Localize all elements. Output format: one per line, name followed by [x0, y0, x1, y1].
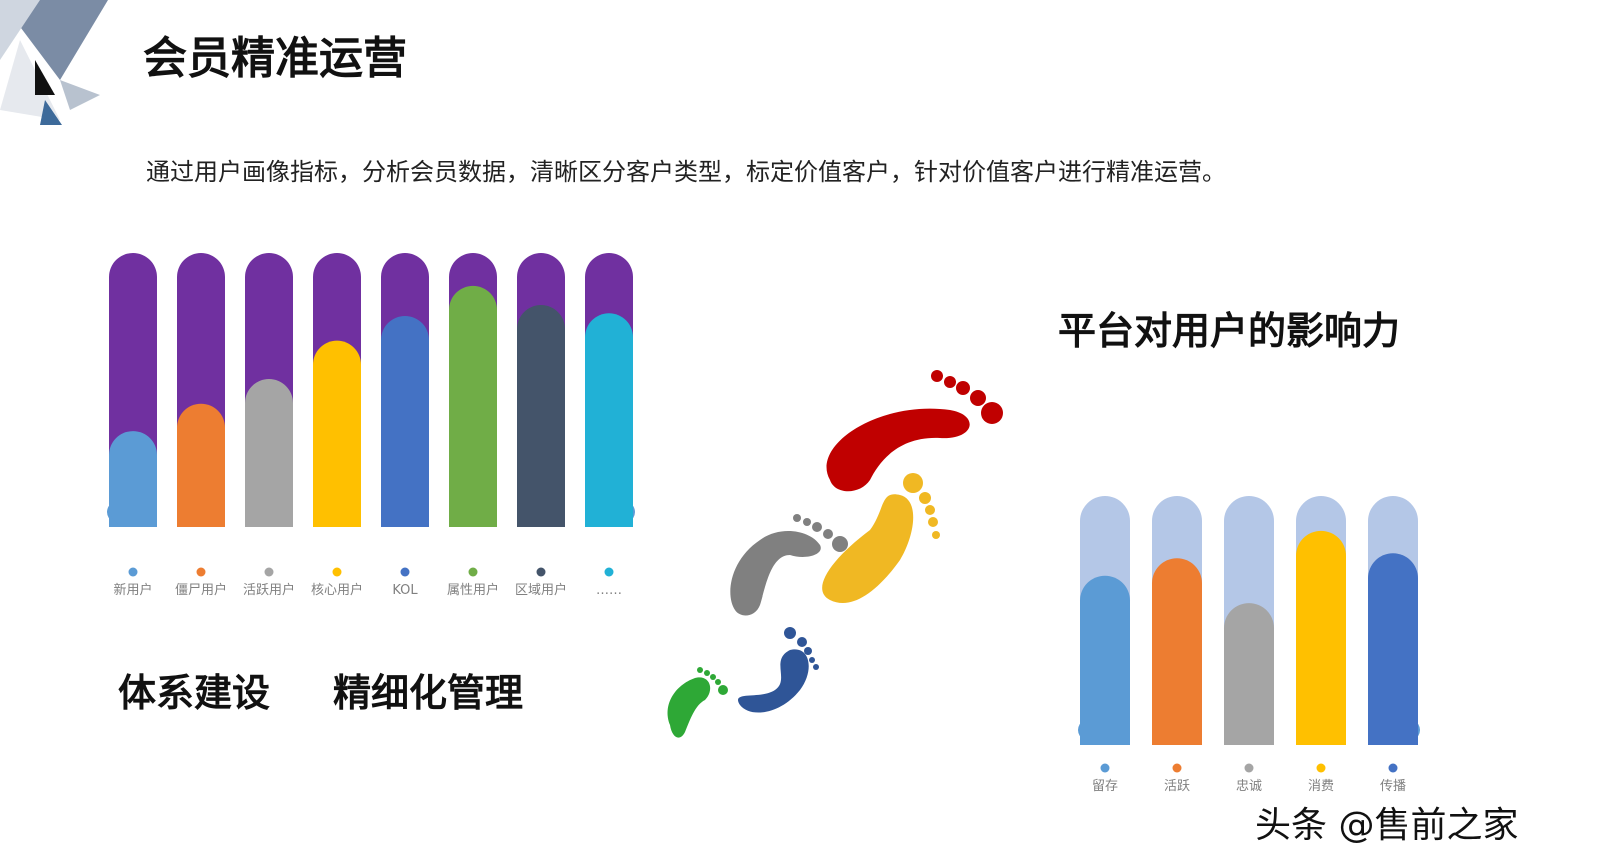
bar [517, 305, 565, 527]
bar [1152, 558, 1202, 745]
influence-chart: 留存 活跃 忠诚 消费 传播 [1078, 496, 1420, 794]
bar-gap [361, 497, 381, 527]
bar-gap [1274, 715, 1296, 745]
user-type-chart: 新用户 僵尸用户活跃用户核心用户 KOL 属性用户区域用户 …… [107, 253, 635, 598]
legend-label: 区域用户 [515, 582, 567, 598]
bar [449, 285, 497, 527]
bar-gap [497, 497, 517, 527]
page-title: 会员精准运营 [143, 33, 407, 84]
bar-gap [429, 497, 449, 527]
red-footprint-icon [826, 370, 1003, 492]
bar [381, 316, 429, 527]
legend-label: 消费 [1308, 779, 1334, 794]
bar [177, 403, 225, 527]
bar-gap [225, 497, 245, 527]
legend-dot [536, 567, 546, 577]
legend-label: KOL [392, 583, 418, 598]
bar [1080, 575, 1130, 745]
gray-footprint-icon [730, 514, 848, 616]
watermark: 头条 @售前之家 [1255, 805, 1519, 846]
bar-gap [157, 497, 177, 527]
legend-dot [332, 567, 342, 577]
legend-label: 僵尸用户 [175, 582, 227, 598]
legend-dot [1244, 763, 1254, 773]
legend-dot [468, 567, 478, 577]
bar [245, 379, 293, 527]
legend-dot [264, 567, 274, 577]
bar-gap [1202, 715, 1224, 745]
blue-footprint-icon [738, 627, 819, 713]
legend-label: 新用户 [113, 582, 152, 598]
legend-dot [1316, 763, 1326, 773]
legend-dot [604, 567, 614, 577]
legend-dot [1100, 763, 1110, 773]
legend-dot [400, 567, 410, 577]
bar [1368, 553, 1418, 745]
right-title: 平台对用户的影响力 [1058, 309, 1401, 353]
bar [1224, 603, 1274, 745]
bar-corner [109, 497, 157, 527]
footprints-illustration [667, 370, 1003, 738]
legend-label: 活跃用户 [243, 582, 295, 598]
bar-gap [293, 497, 313, 527]
legend-label: 忠诚 [1236, 779, 1262, 794]
corner-logo [0, 0, 108, 125]
bar-gap [1346, 715, 1368, 745]
legend-label: 留存 [1092, 779, 1118, 794]
green-footprint-icon [667, 667, 728, 738]
refine-label: 精细化管理 [333, 671, 524, 715]
yellow-footprint-icon [822, 473, 940, 604]
bar [585, 313, 633, 527]
legend-dot [128, 567, 138, 577]
legend-label: 核心用户 [311, 582, 363, 598]
bar-corner [1080, 715, 1130, 745]
legend-label: …… [596, 583, 622, 598]
legend-dot [196, 567, 206, 577]
legend-dot [1172, 763, 1182, 773]
system-label: 体系建设 [118, 671, 271, 715]
page-subtitle: 通过用户画像指标，分析会员数据，清晰区分客户类型，标定价值客户，针对价值客户进行… [146, 158, 1226, 186]
bar-gap [565, 497, 585, 527]
bar [313, 340, 361, 527]
legend-dot [1388, 763, 1398, 773]
legend-label: 传播 [1380, 779, 1406, 794]
bar-gap [1130, 715, 1152, 745]
legend-label: 活跃 [1164, 779, 1190, 794]
bar [1296, 530, 1346, 745]
legend-label: 属性用户 [447, 582, 499, 598]
